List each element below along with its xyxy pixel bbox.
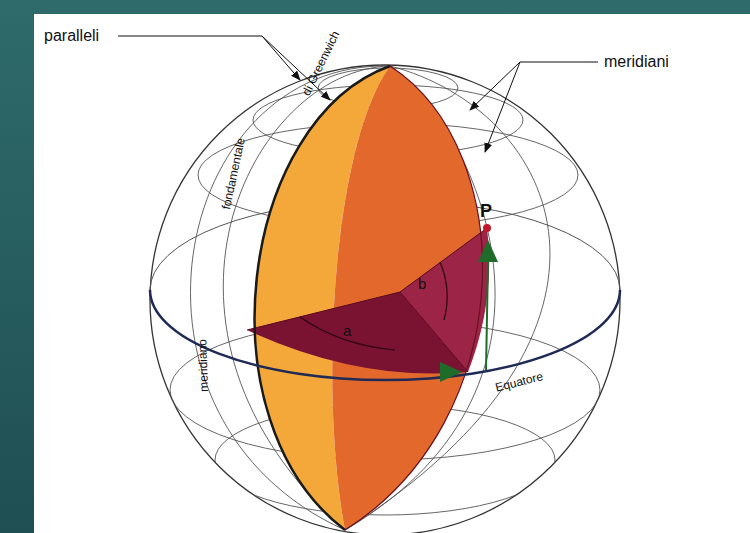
meridian-label: meridiano: [196, 339, 210, 392]
angle-label: a: [343, 323, 351, 338]
parallels-label: paralleli: [44, 28, 99, 44]
point-label: P: [480, 202, 492, 220]
meridians-label: meridiani: [604, 54, 669, 70]
angle-label: b: [418, 276, 426, 291]
